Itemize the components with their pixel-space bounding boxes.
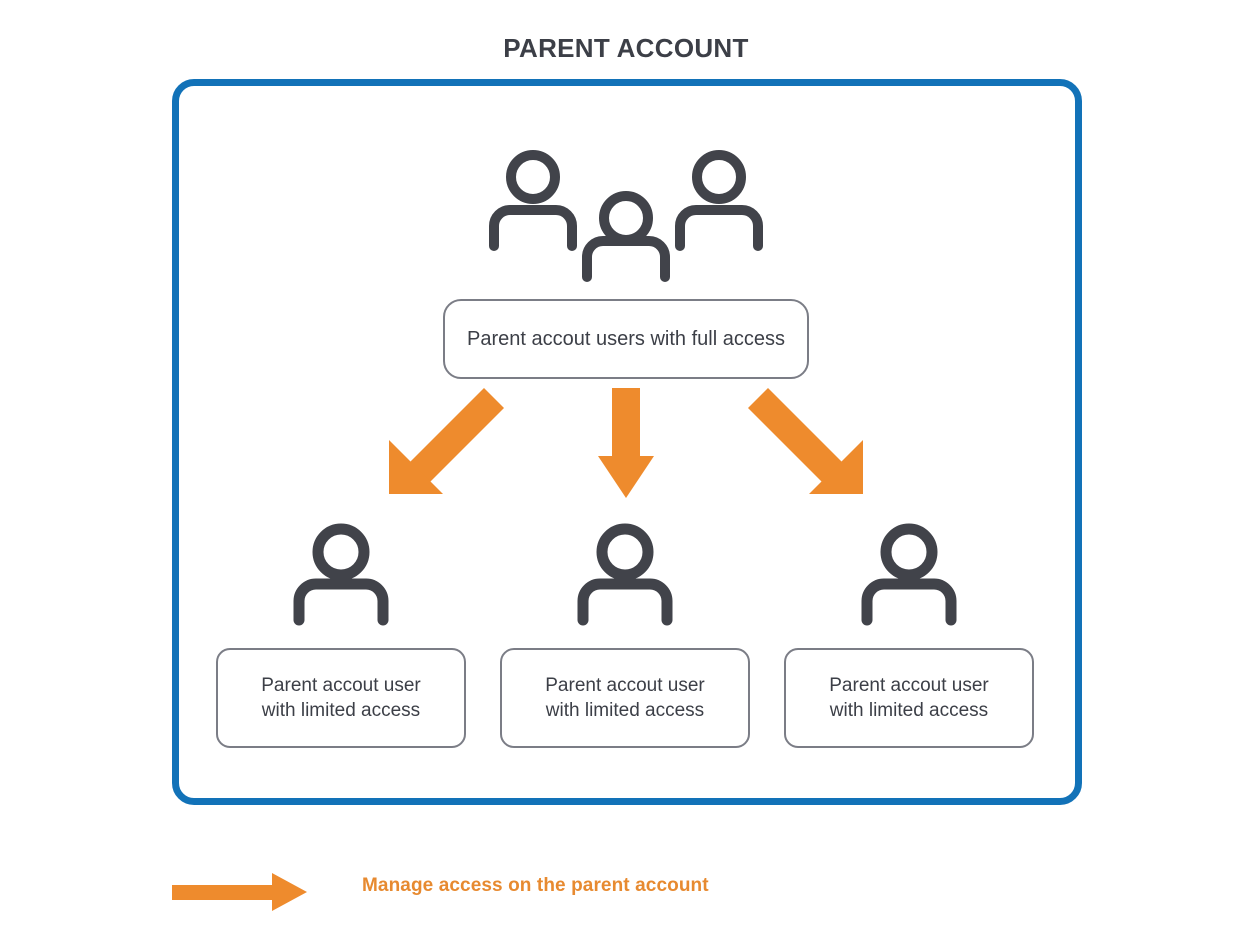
limited-access-label-line-2: with limited access bbox=[545, 700, 705, 721]
full-access-label: Parent accout users with full access bbox=[467, 327, 785, 350]
limited-access-label-line-2: with limited access bbox=[261, 700, 421, 721]
limited-access-label-box: Parent accout user with limited access bbox=[500, 648, 750, 748]
limited-access-label-box: Parent accout user with limited access bbox=[216, 648, 466, 748]
arrow-down-icon bbox=[598, 388, 654, 498]
legend-label: Manage access on the parent account bbox=[362, 875, 709, 896]
limited-access-label-box: Parent accout user with limited access bbox=[784, 648, 1034, 748]
limited-access-label-line-2: with limited access bbox=[829, 700, 989, 721]
user-icon bbox=[570, 518, 680, 626]
arrow-down-right-icon bbox=[747, 388, 867, 494]
three-users-icon bbox=[480, 145, 772, 288]
limited-access-label-line-1: Parent accout user bbox=[829, 674, 989, 696]
right-arrow-icon bbox=[172, 873, 312, 911]
user-icon bbox=[286, 518, 396, 626]
legend: Manage access on the parent account bbox=[172, 866, 1072, 918]
full-access-label-box: Parent accout users with full access bbox=[443, 299, 809, 379]
limited-access-label-line-1: Parent accout user bbox=[545, 674, 705, 696]
limited-access-label-line-1: Parent accout user bbox=[261, 674, 421, 696]
arrow-down-left-icon bbox=[385, 388, 505, 494]
page-title: PARENT ACCOUNT bbox=[503, 33, 749, 63]
user-icon bbox=[854, 518, 964, 626]
